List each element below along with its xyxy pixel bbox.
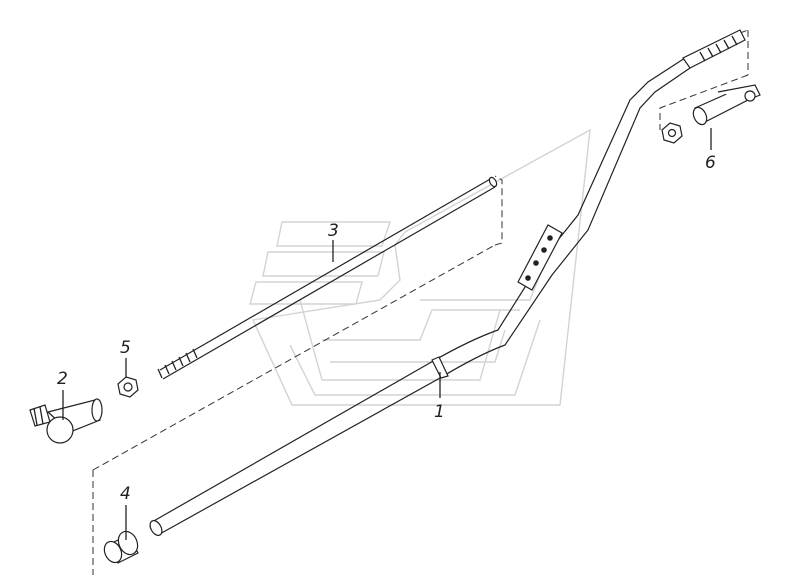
clevis-part-6: [661, 84, 761, 144]
sleeve-part-4: [103, 530, 139, 564]
bent-rod-part-1: [149, 29, 746, 536]
callout-4: 4: [120, 484, 131, 504]
assembly-guide-line-right-d: [659, 74, 749, 130]
callout-6: 6: [705, 153, 716, 173]
callout-2: 2: [57, 369, 68, 389]
ball-joint-part-2: [29, 398, 103, 444]
callout-1: 1: [434, 402, 445, 422]
assembly-guide-line-diagonal: [92, 244, 496, 471]
callout-3: 3: [328, 221, 339, 241]
assembly-guide-line-rod: [494, 175, 503, 246]
nut-part-5: [117, 376, 139, 398]
threaded-rod-part-3: [157, 176, 498, 380]
callout-5: 5: [120, 338, 131, 358]
